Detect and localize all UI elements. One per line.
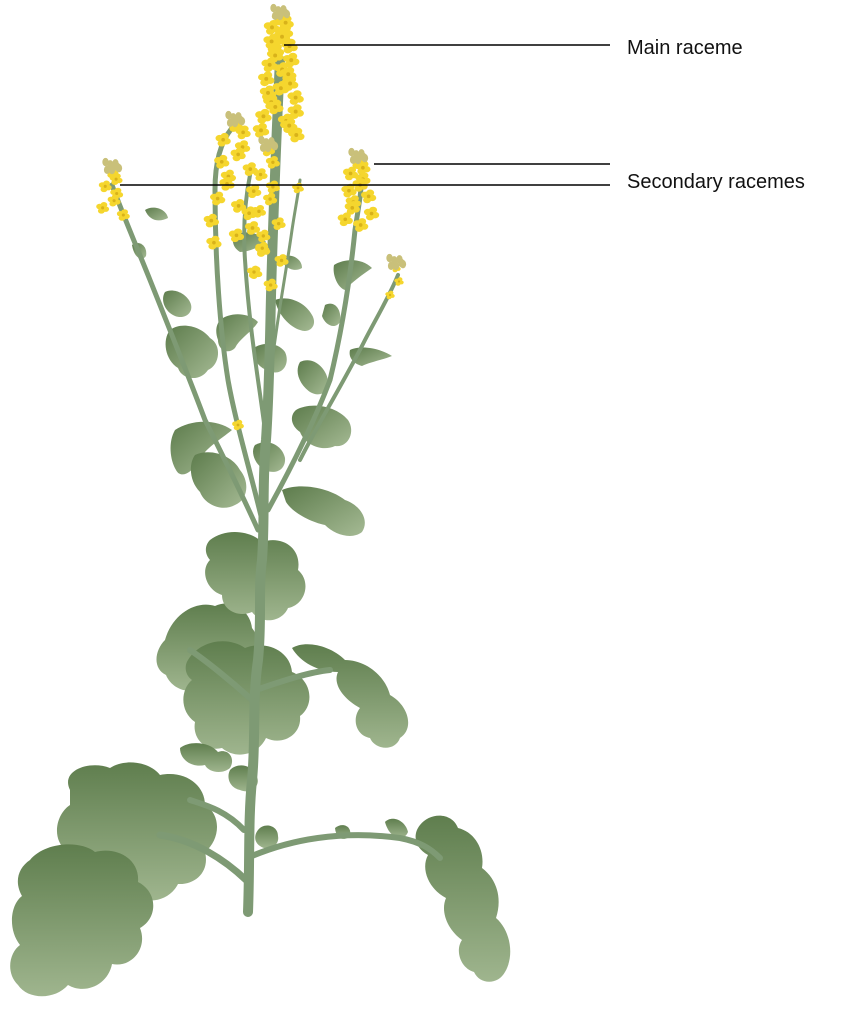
flower [287, 90, 303, 105]
leaf-upper-17 [145, 208, 168, 221]
bud [398, 259, 404, 267]
bud [237, 116, 243, 124]
leaf-upper-14 [322, 304, 340, 326]
leaf-upper-7 [298, 360, 329, 394]
bud [348, 148, 354, 156]
flower [96, 202, 109, 214]
label-main-raceme: Main raceme [627, 38, 743, 58]
flower [206, 236, 221, 250]
leaf-bottom-right [416, 816, 511, 982]
bud [225, 111, 231, 119]
bud [386, 254, 392, 262]
leaf-upper-9 [282, 486, 365, 536]
flower [232, 420, 244, 431]
flower [99, 181, 112, 193]
stem-branch-bottom-right [252, 835, 440, 858]
bud [104, 166, 110, 174]
flower [364, 207, 379, 221]
flower-clusters [96, 4, 406, 430]
label-secondary-racemes: Secondary racemes [627, 172, 805, 192]
bud [272, 12, 278, 20]
bud [282, 9, 288, 17]
bud [360, 153, 366, 161]
bud [260, 144, 266, 152]
bud [388, 262, 394, 270]
flower [255, 109, 271, 124]
bud [227, 119, 233, 127]
bud [350, 156, 356, 164]
flower [361, 190, 376, 204]
bud [102, 158, 108, 166]
leaf-bottom-left-outer [10, 844, 153, 996]
leaf-upper-4 [191, 452, 246, 507]
flower [253, 123, 269, 138]
bud [258, 136, 264, 144]
bud [270, 4, 276, 12]
bud [114, 163, 120, 171]
bud [270, 141, 276, 149]
flower [258, 71, 274, 86]
flower [210, 192, 225, 206]
leaf-upper-2 [163, 290, 191, 317]
